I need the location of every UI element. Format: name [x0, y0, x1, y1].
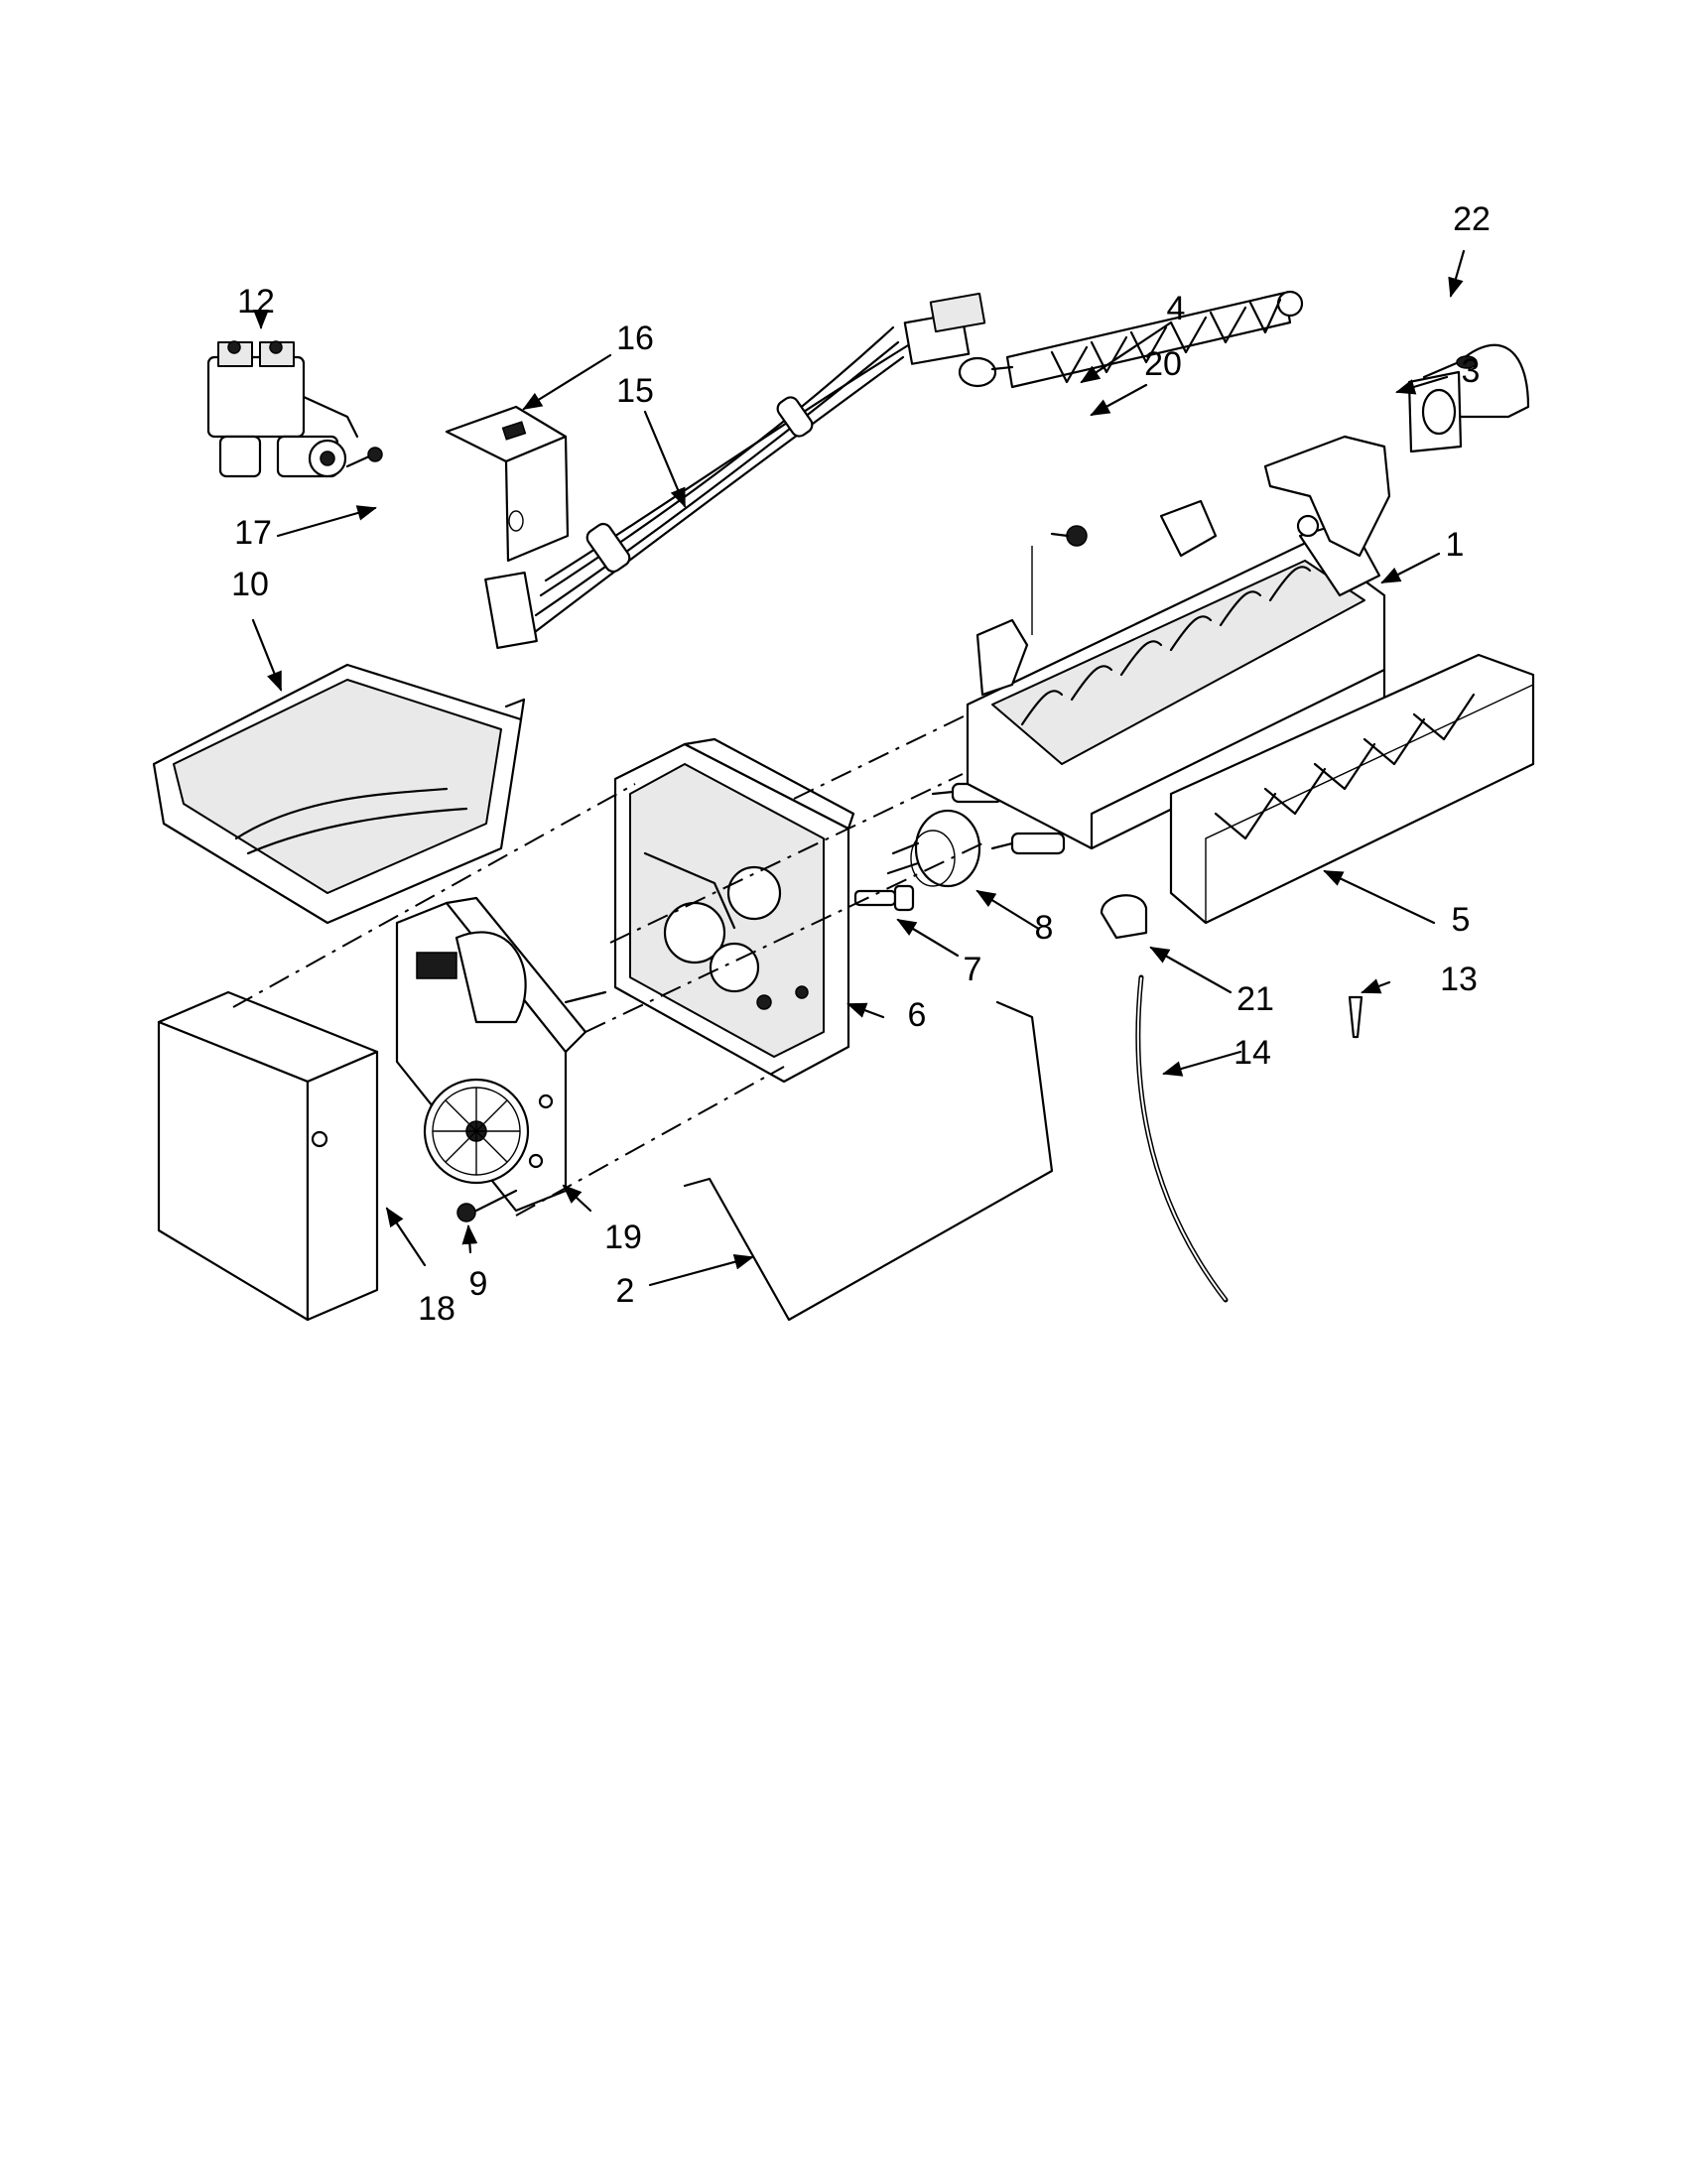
callout-18: 18: [418, 1290, 455, 1328]
part-13-plug: [1348, 995, 1363, 1039]
part-20-screw: [1031, 525, 1088, 635]
callout-13: 13: [1440, 961, 1478, 998]
callout-8: 8: [1035, 909, 1054, 947]
part-8-motor: [886, 809, 981, 888]
callout-15: 15: [616, 372, 654, 410]
part-19-motor-module: [395, 896, 607, 1213]
part-3-bracket: [1263, 435, 1391, 558]
part-5-front-cover: [1169, 653, 1535, 925]
callout-9: 9: [469, 1265, 488, 1303]
callout-17: 17: [234, 514, 272, 552]
callout-22: 22: [1453, 200, 1491, 238]
callout-21: 21: [1236, 980, 1274, 1018]
part-4-ejector: [958, 290, 1304, 389]
callout-14: 14: [1234, 1034, 1271, 1072]
callout-20: 20: [1144, 345, 1182, 383]
callout-10: 10: [231, 566, 269, 603]
part-2-wire-arm: [683, 1000, 1054, 1322]
callout-7: 7: [964, 951, 982, 988]
part-17-screw: [345, 447, 383, 468]
callout-2: 2: [616, 1272, 635, 1310]
leader-lines: [251, 249, 1466, 1287]
part-16-bracket: [445, 405, 570, 563]
callout-3: 3: [1462, 352, 1481, 390]
part-14-tube: [1135, 974, 1229, 1303]
part-22-shield: [1407, 343, 1530, 453]
part-18-cover: [157, 990, 379, 1322]
part-1-ice-mold: [966, 499, 1386, 850]
alignment-lines: [232, 713, 983, 1217]
part-7-coupler: [853, 884, 915, 912]
callout-5: 5: [1452, 901, 1471, 939]
part-6-housing: [613, 737, 855, 1084]
part-12-water-valve: [206, 340, 359, 478]
part-15-wire-harness: [484, 292, 986, 650]
part-21-clip: [1100, 894, 1148, 940]
callout-1: 1: [1446, 526, 1465, 564]
callout-6: 6: [908, 996, 927, 1034]
callout-19: 19: [604, 1219, 642, 1256]
callout-16: 16: [616, 320, 654, 357]
part-9-screw: [456, 1189, 518, 1222]
callout-4: 4: [1167, 290, 1186, 327]
part-10-ice-bin: [152, 663, 526, 925]
callout-12: 12: [237, 283, 275, 321]
